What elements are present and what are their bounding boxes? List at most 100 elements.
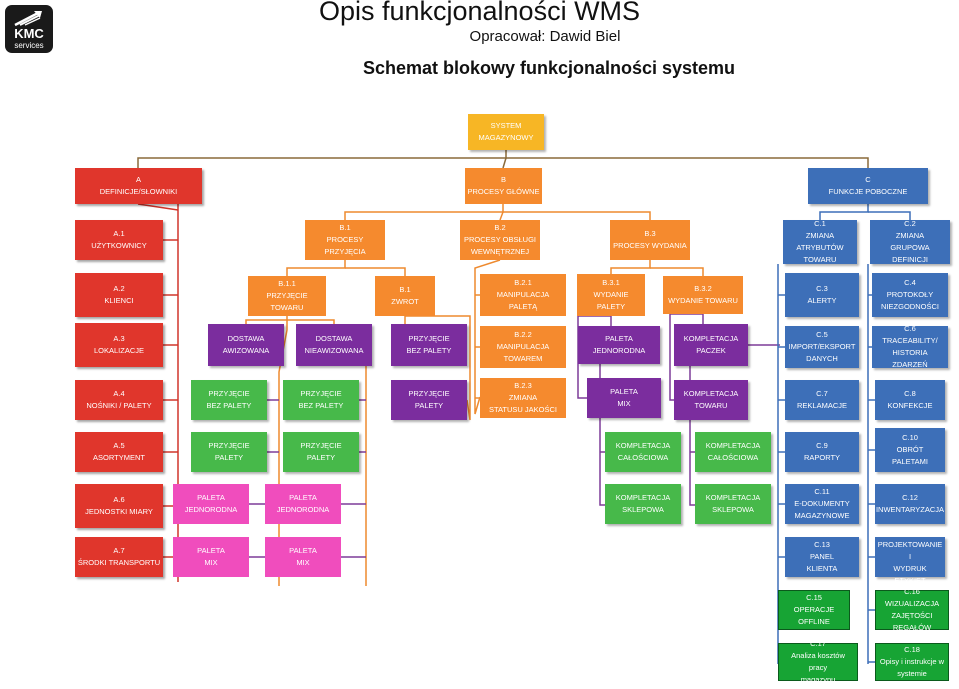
connector xyxy=(344,204,504,220)
node-label-line: C.10 xyxy=(902,433,918,442)
connector xyxy=(599,344,660,506)
node-label-line: B.3.1 xyxy=(602,278,620,287)
node-label-line: TRACEABILITY/ xyxy=(882,336,938,345)
logo-arrows-icon xyxy=(14,10,42,27)
connector xyxy=(669,313,703,401)
node-b-prz-pal2: PRZYJĘCIE PALETY xyxy=(191,432,267,472)
node-label-line: JEDNOSTKI MIARY xyxy=(85,507,153,516)
node-b-dost-awiz: DOSTAWA AWIZOWANA xyxy=(208,324,284,366)
node-label-line: PRZYJĘCIE xyxy=(208,389,250,398)
node-label-line: A.2 xyxy=(113,284,125,293)
node-label-line: B.1 xyxy=(399,285,411,294)
node-label-line: C.3 xyxy=(816,284,828,293)
node-label-line: WYDRUK ETYKIET xyxy=(893,564,927,585)
node-label-line: B.1.1 xyxy=(278,279,296,288)
node-label-line: C.7 xyxy=(816,389,828,398)
node-label-line: ASORTYMENT xyxy=(93,453,145,462)
node-label-line: KLIENTA xyxy=(806,564,838,573)
node-label-line: PACZEK xyxy=(696,346,726,355)
author-line: Opracował: Dawid Biel xyxy=(469,28,621,45)
node-label-line: PRZYJĘCIE xyxy=(300,441,342,450)
logo-text: KMC xyxy=(14,26,44,41)
node-label-line: ZWROT xyxy=(391,297,419,306)
node-label-line: SKLEPOWA xyxy=(622,505,664,514)
node-label-line: PALETA xyxy=(289,546,317,555)
node-label-line: C.13 xyxy=(814,540,830,549)
node-label-line: A.3 xyxy=(113,334,125,343)
node-label-line: MIX xyxy=(296,558,310,567)
node-label-line: PRZYJĘCIE xyxy=(208,441,250,450)
node-label-line: PALETY xyxy=(414,401,444,410)
node-label-line: PRZYJĘCIE TOWARU xyxy=(266,291,308,312)
node-label-line: MANIPULACJA xyxy=(496,290,550,299)
node-label-line: REKLAMACJE xyxy=(796,401,847,410)
connector xyxy=(137,203,179,211)
node-label-line: C.15 xyxy=(806,593,822,602)
node-label-line: MIX xyxy=(204,558,218,567)
node-label-line: A.1 xyxy=(113,229,125,238)
node-label-line: WIZUALIZACJA xyxy=(884,599,940,608)
node-label-line: C.12 xyxy=(902,493,918,502)
node-label-line: PALETY xyxy=(214,453,244,462)
node-label-line: PANEL xyxy=(809,552,835,561)
node-label-line: B.2.3 xyxy=(514,381,532,390)
node-label-line: AWIZOWANA xyxy=(222,346,270,355)
connector xyxy=(499,211,504,221)
connector xyxy=(137,150,507,168)
connector xyxy=(286,260,346,276)
node-label-line: MAGAZYNOWY xyxy=(478,133,534,142)
node-label-line: C.9 xyxy=(816,441,828,450)
node-label-line: DEFINICJE/SŁOWNIKI xyxy=(99,187,178,196)
node-label-line: DOSTAWA xyxy=(227,334,265,343)
node-label-line: SYSTEM xyxy=(490,121,522,130)
kmc-logo: KMC services xyxy=(5,5,53,53)
connector xyxy=(405,315,471,421)
node-b-pal-jedn1: PALETA JEDNORODNA xyxy=(578,326,660,364)
node-label-line: A.5 xyxy=(113,441,125,450)
node-label-line: BEZ PALETY xyxy=(298,401,344,410)
node-label-line: KOMPLETACJA xyxy=(683,389,739,398)
node-label-line: C.8 xyxy=(904,389,916,398)
node-label-line: ZMIANA xyxy=(895,231,925,240)
node-label-line: PALETA xyxy=(610,387,638,396)
node-label-line: GRUPOWA DEFINICJI xyxy=(890,243,930,264)
node-label-line: ZMIANA xyxy=(508,393,538,402)
node-label-line: C.14 xyxy=(902,528,918,537)
node-label-line: CAŁOŚCIOWA xyxy=(707,453,759,462)
node-label-line: PRZYJĘCIE xyxy=(300,389,342,398)
node-label-line: FUNKCJE POBOCZNE xyxy=(828,187,908,196)
node-b-pal-jedn2: PALETA JEDNORODNA xyxy=(173,484,249,524)
connector xyxy=(502,157,507,169)
